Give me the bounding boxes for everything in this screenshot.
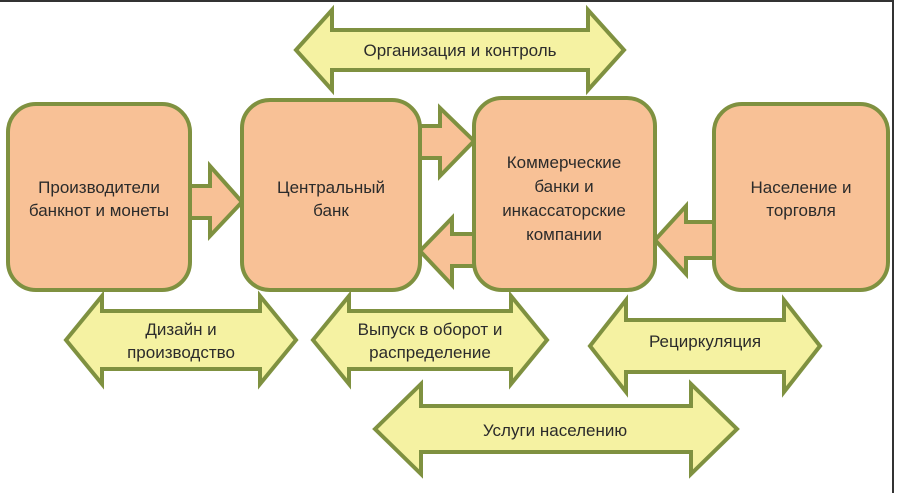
box-commercial-banks-line: инкассаторские [502,201,626,220]
double-arrow-public-services: Услуги населению [372,379,740,479]
double-arrow-label: Услуги населению [483,421,627,440]
box-central-bank-line: Центральный [277,178,385,197]
box-producers-line: Производители [38,178,160,197]
box-producers: Производители банкнот и монеты [6,102,192,292]
box-commercial-banks: Коммерческие банки и инкассаторские комп… [472,96,657,292]
frame-border [0,0,894,493]
box-population-line: Население и [750,178,851,197]
double-arrow-label: производство [127,343,235,362]
box-central-bank-line: банк [313,201,349,220]
double-arrow-recirculation: Рециркуляция [587,294,823,398]
double-arrow-label: распределение [369,343,491,362]
double-arrow-label: Дизайн и [145,320,216,339]
double-arrow-design-production: Дизайн и производство [63,290,299,390]
double-arrow-issue-distribution: Выпуск в оборот и распределение [310,290,550,390]
double-arrow-organization-control: Организация и контроль [293,4,627,96]
box-population-trade: Население и торговля [712,102,890,292]
box-commercial-banks-line: компании [526,225,602,244]
double-arrow-label: Выпуск в оборот и [358,320,503,339]
box-population-line: торговля [766,201,836,220]
box-central-bank: Центральный банк [240,98,422,292]
box-producers-line: банкнот и монеты [29,201,169,220]
double-arrow-label: Рециркуляция [649,332,761,351]
box-commercial-banks-line: Коммерческие [507,153,621,172]
double-arrow-label: Организация и контроль [363,41,556,60]
box-commercial-banks-line: банки и [534,177,593,196]
